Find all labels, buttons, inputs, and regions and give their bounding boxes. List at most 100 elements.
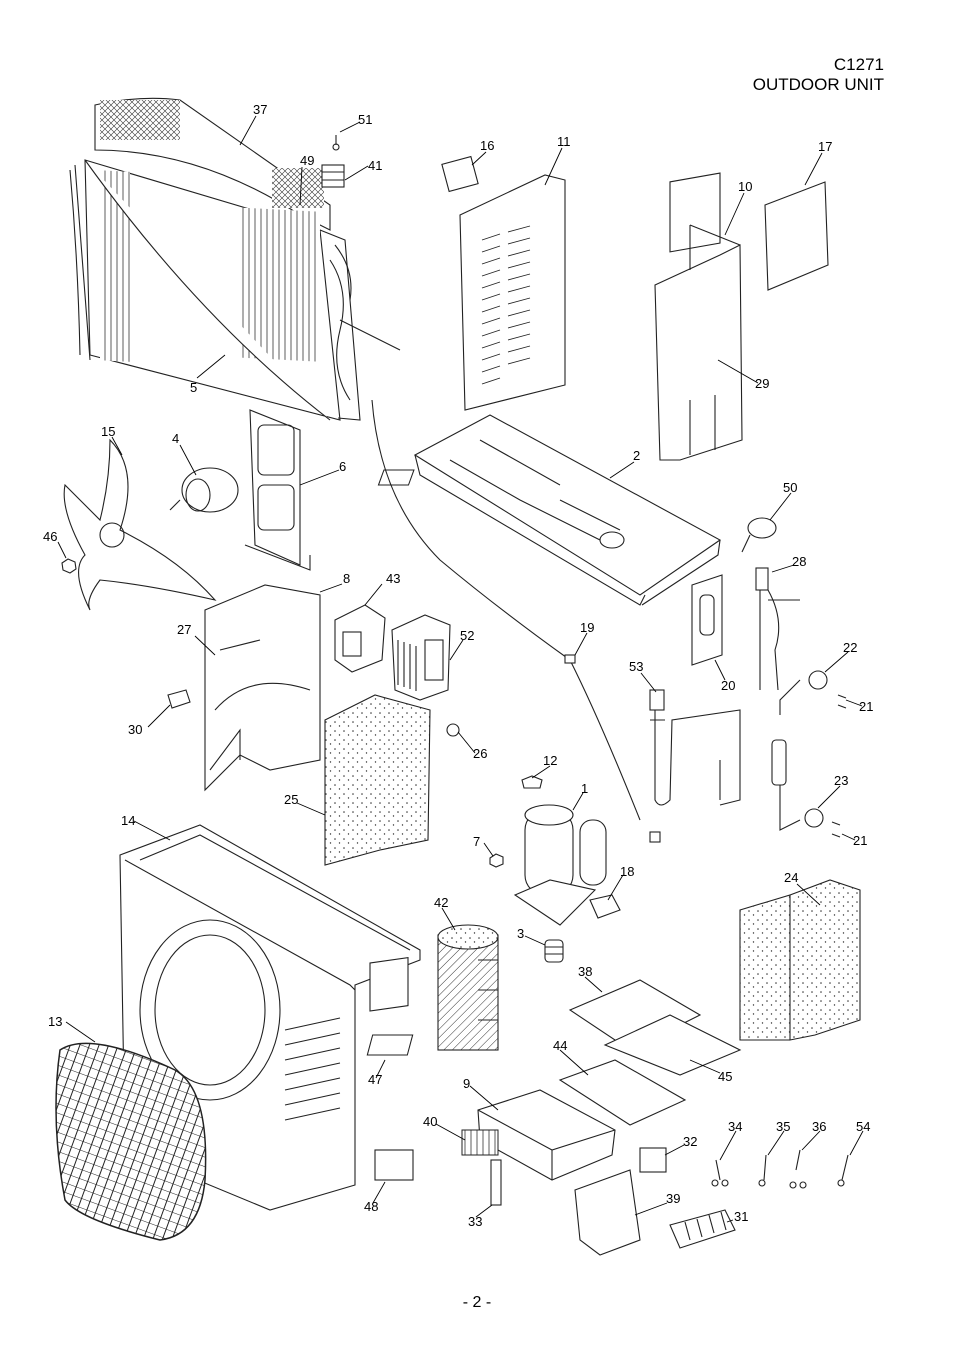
partition-plate-8 xyxy=(204,584,321,792)
part-label-11: 11 xyxy=(557,134,571,149)
cover-17 xyxy=(764,181,829,291)
service-valve-23 xyxy=(771,739,824,831)
base-pan-2 xyxy=(377,414,722,606)
terminal-block-31 xyxy=(669,1209,736,1249)
part-label-23: 23 xyxy=(834,773,848,788)
pcb-38 xyxy=(366,979,742,1076)
part-12 xyxy=(521,775,543,789)
model-number: C1271 xyxy=(833,55,884,74)
part-label-48: 48 xyxy=(364,1199,378,1214)
rubber-3 xyxy=(544,939,564,963)
part-label-15: 15 xyxy=(101,424,115,439)
part-label-46: 46 xyxy=(43,529,57,544)
part-label-34: 34 xyxy=(728,1119,742,1134)
part-label-31: 31 xyxy=(734,1209,748,1224)
part-label-21-upper: 21 xyxy=(859,699,873,714)
part-label-24: 24 xyxy=(784,870,798,885)
part-label-45: 45 xyxy=(718,1069,732,1084)
part-label-5: 5 xyxy=(190,380,197,395)
part-label-12: 12 xyxy=(543,753,557,768)
relay-32 xyxy=(639,1147,667,1173)
leader-lines xyxy=(57,115,864,1223)
screw-51 xyxy=(332,135,340,151)
part-label-47: 47 xyxy=(368,1072,382,1087)
solenoid-coil-50 xyxy=(741,517,777,553)
part-label-42: 42 xyxy=(434,895,448,910)
part-label-44: 44 xyxy=(553,1038,567,1053)
insulation-24 xyxy=(739,879,861,1041)
part-label-41: 41 xyxy=(368,158,382,173)
part-label-3: 3 xyxy=(517,926,524,941)
part-label-10: 10 xyxy=(738,179,752,194)
sensor-54 xyxy=(837,1154,849,1187)
reactor-52 xyxy=(391,614,451,701)
part-label-50: 50 xyxy=(783,480,797,495)
part-label-9: 9 xyxy=(463,1076,470,1091)
fan-grille-13 xyxy=(55,1042,207,1241)
badge-16 xyxy=(441,155,479,193)
sensor-36 xyxy=(789,1149,807,1189)
part-label-17: 17 xyxy=(818,139,832,154)
part-label-19: 19 xyxy=(580,620,594,635)
sheet-44 xyxy=(558,1059,687,1126)
compressor-1 xyxy=(513,804,607,926)
side-panel-10 xyxy=(654,172,743,461)
part-label-25: 25 xyxy=(284,792,298,807)
clip-30 xyxy=(167,689,191,709)
part-label-8: 8 xyxy=(343,571,350,586)
part-label-2: 2 xyxy=(633,448,640,463)
nut-46 xyxy=(61,558,77,574)
capacitor-43 xyxy=(334,604,386,673)
part-33 xyxy=(490,1159,502,1206)
part-label-20: 20 xyxy=(721,678,735,693)
fan-blade-15 xyxy=(63,438,217,611)
insulation-25 xyxy=(324,694,431,866)
part-label-32: 32 xyxy=(683,1134,697,1149)
part-label-35: 35 xyxy=(776,1119,790,1134)
four-way-valve-28 xyxy=(755,567,800,691)
part-label-43: 43 xyxy=(386,571,400,586)
pipe-assy-53 xyxy=(650,700,741,806)
part-label-52: 52 xyxy=(460,628,474,643)
wire-19 xyxy=(371,399,641,821)
part-label-21-lower: 21 xyxy=(853,833,867,848)
part-label-26: 26 xyxy=(473,746,487,761)
sensor-34 xyxy=(711,1159,729,1187)
nut-7 xyxy=(489,853,504,868)
part-label-53: 53 xyxy=(629,659,643,674)
part-label-51: 51 xyxy=(358,112,372,127)
part-label-38: 38 xyxy=(578,964,592,979)
service-valve-22 xyxy=(779,670,828,715)
label-48 xyxy=(374,1149,414,1181)
part-label-27: 27 xyxy=(177,622,191,637)
diagram-title: OUTDOOR UNIT xyxy=(752,75,884,94)
part-label-7: 7 xyxy=(473,834,480,849)
part-label-1: 1 xyxy=(581,781,588,796)
part-label-49: 49 xyxy=(300,153,314,168)
condenser-coil xyxy=(69,97,401,421)
insulation-42 xyxy=(437,924,499,1051)
part-label-30: 30 xyxy=(128,722,142,737)
part-labels: 3 7 51 49 41 16 11 17 10 29 5 15 4 6 2 46… xyxy=(43,102,873,1229)
label-47 xyxy=(369,957,409,1012)
part-label-14: 14 xyxy=(121,813,135,828)
bush-26 xyxy=(446,723,460,737)
part-label-13: 13 xyxy=(48,1014,62,1029)
part-label-54: 54 xyxy=(856,1119,870,1134)
fan-motor-4 xyxy=(169,467,239,513)
part-label-18: 18 xyxy=(620,864,634,879)
terminal-bracket-20 xyxy=(691,574,723,666)
part-label-29: 29 xyxy=(755,376,769,391)
motor-bracket-6 xyxy=(244,409,311,571)
terminal-cover-18 xyxy=(589,894,621,919)
part-label-36: 36 xyxy=(812,1119,826,1134)
part-label-6: 6 xyxy=(339,459,346,474)
top-panel-11 xyxy=(459,174,566,411)
part-label-4: 4 xyxy=(172,431,179,446)
part-label-28: 28 xyxy=(792,554,806,569)
part-label-16: 16 xyxy=(480,138,494,153)
part-label-39: 39 xyxy=(666,1191,680,1206)
part-label-40: 40 xyxy=(423,1114,437,1129)
page-number: - 2 - xyxy=(462,1294,492,1311)
